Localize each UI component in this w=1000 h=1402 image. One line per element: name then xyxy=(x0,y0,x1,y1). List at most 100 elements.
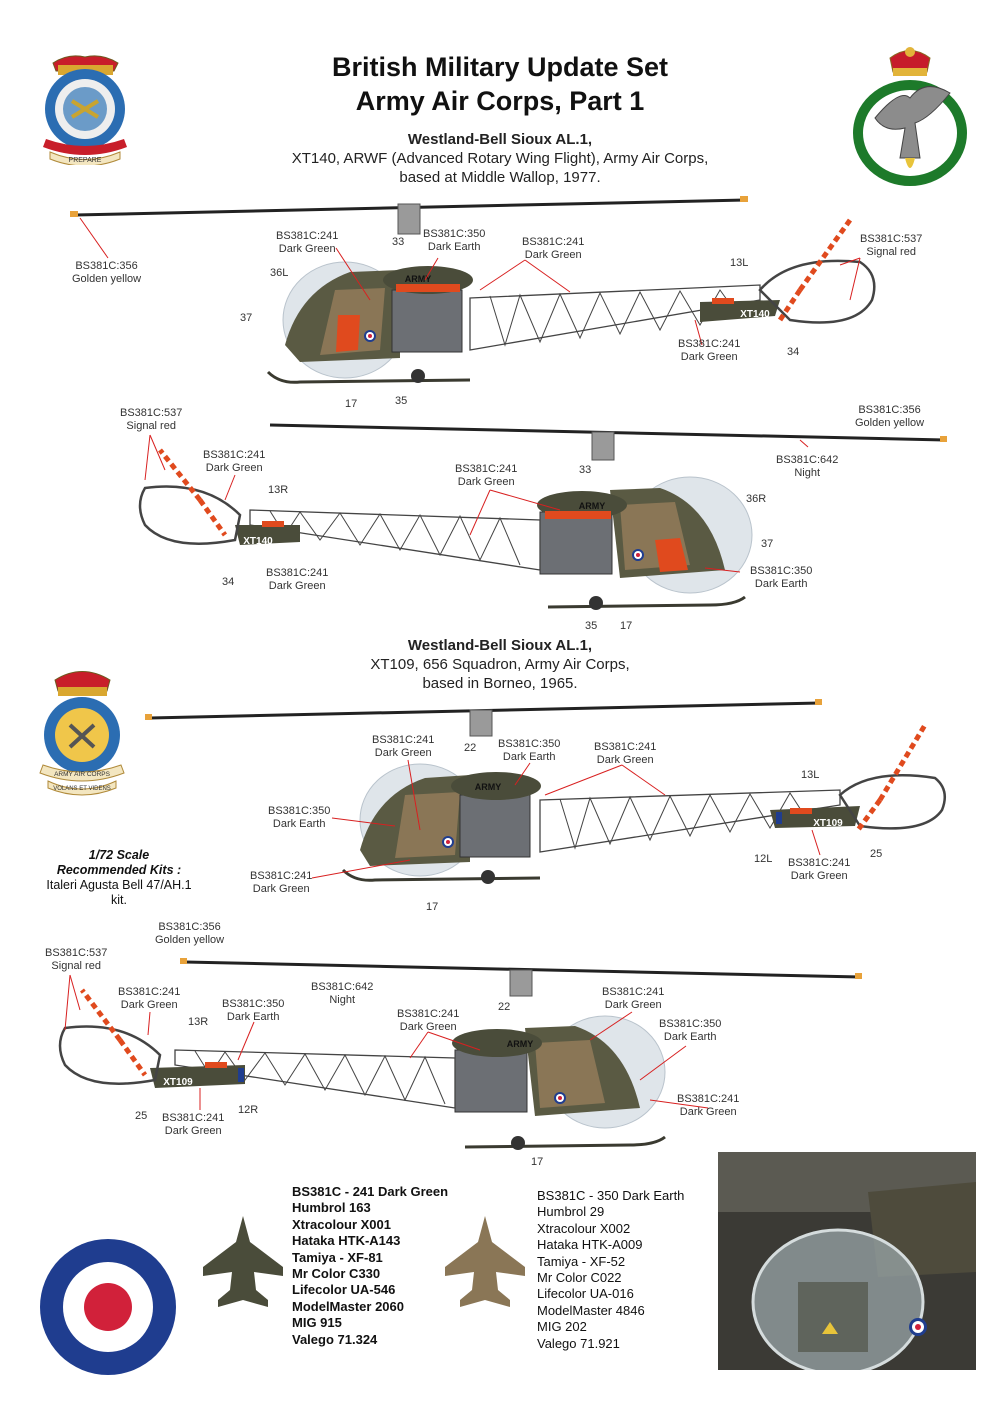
palette-earth-item: Hataka HTK-A009 xyxy=(537,1237,643,1253)
h2-num-37: 37 xyxy=(761,538,774,550)
h2-num-36r: 36R xyxy=(746,493,767,505)
h1-num-34: 34 xyxy=(787,346,800,358)
page-subtitle: Army Air Corps, Part 1 xyxy=(355,86,645,116)
h4-army-text: ARMY xyxy=(507,1039,534,1049)
army-air-corps-badge-icon xyxy=(853,47,967,186)
h1-engine xyxy=(391,289,463,353)
badge-3-motto: VOLANS ET VIDENS xyxy=(53,786,111,792)
dark-green-swatch-icon xyxy=(203,1216,283,1307)
palette-earth-item: Mr Color C022 xyxy=(537,1270,622,1286)
palette-earth-item: Humbrol 29 xyxy=(537,1204,605,1220)
squadron-badge-icon: ARMY AIR CORPS VOLANS ET VIDENS xyxy=(39,671,125,796)
h3-num-22: 22 xyxy=(464,742,477,754)
h1-rotor-hub xyxy=(397,203,421,235)
h2-army-text: ARMY xyxy=(579,501,606,511)
recommended-kits: 1/72 Scale Recommended Kits : Italeri Ag… xyxy=(14,848,224,908)
palette-green-item: Humbrol 163 xyxy=(292,1200,371,1216)
palette-green-item: ModelMaster 2060 xyxy=(292,1298,404,1314)
h1-num-13l: 13L xyxy=(730,257,749,269)
raf-roundel-icon xyxy=(40,1239,176,1375)
profile-2-heading: Westland-Bell Sioux AL.1, xyxy=(407,637,593,654)
h4-num-25: 25 xyxy=(135,1110,148,1122)
badge-3-unit: ARMY AIR CORPS xyxy=(54,771,111,778)
palette-green-item: MIG 915 xyxy=(292,1315,342,1331)
h2-num-33: 33 xyxy=(579,464,592,476)
h2-num-13r: 13R xyxy=(268,484,289,496)
kits-line-2: kit. xyxy=(111,893,127,907)
h1-num-36l: 36L xyxy=(270,267,289,279)
h4-serial: XT109 xyxy=(163,1077,193,1088)
profile-1-line2: XT140, ARWF (Advanced Rotary Wing Flight… xyxy=(291,150,709,167)
palette-green-item: Hataka HTK-A143 xyxy=(292,1233,401,1249)
palette-dark-green: BS381C - 241 Dark Green Humbrol 163 Xtra… xyxy=(292,1184,448,1348)
palette-earth-item: ModelMaster 4846 xyxy=(537,1302,645,1318)
h3-num-25: 25 xyxy=(870,848,883,860)
h1-tail-fin xyxy=(700,300,780,322)
kits-heading: Recommended Kits : xyxy=(56,863,182,877)
kits-line-1: Italeri Agusta Bell 47/AH.1 xyxy=(46,878,192,892)
h3-num-17: 17 xyxy=(426,901,439,913)
h1-num-17: 17 xyxy=(345,398,358,410)
h1-door-red xyxy=(336,315,360,352)
profile-2-caption: Westland-Bell Sioux AL.1, XT109, 656 Squ… xyxy=(0,636,1000,693)
h3-num-13l: 13L xyxy=(801,769,820,781)
palette-earth-item: MIG 202 xyxy=(537,1319,587,1335)
h1-num-35: 35 xyxy=(395,395,408,407)
h1-army-text: ARMY xyxy=(405,274,432,284)
h1-skid xyxy=(266,370,471,384)
h1-tail-boom xyxy=(469,284,761,351)
palette-earth-item: Valego 71.921 xyxy=(537,1335,620,1351)
palette-green-item: Lifecolor UA-546 xyxy=(292,1282,396,1298)
h2-num-35: 35 xyxy=(585,620,598,632)
h4-num-22: 22 xyxy=(498,1001,511,1013)
profile-1-line3: based at Middle Wallop, 1977. xyxy=(399,169,601,186)
palette-green-item: BS381C - 241 Dark Green xyxy=(292,1184,449,1199)
h4-num-13r: 13R xyxy=(188,1016,209,1028)
badge-1-motto: PREPARE xyxy=(69,157,102,164)
unit-badge-icon: PREPARE xyxy=(43,55,127,165)
h2-serial: XT140 xyxy=(243,536,273,547)
h4-num-12r: 12R xyxy=(238,1104,259,1116)
h1-num-33: 33 xyxy=(392,236,405,248)
h2-num-17: 17 xyxy=(620,620,633,632)
h2-num-34: 34 xyxy=(222,576,235,588)
page-title: British Military Update Set xyxy=(331,52,669,82)
palette-green-item: Tamiya - XF-81 xyxy=(292,1249,383,1265)
palette-green-item: Valego 71.324 xyxy=(292,1331,378,1347)
reference-photo xyxy=(718,1152,976,1370)
palette-earth-item: Tamiya - XF-52 xyxy=(537,1253,626,1269)
h3-army-text: ARMY xyxy=(475,782,502,792)
palette-dark-earth: BS381C - 350 Dark Earth Humbrol 29 Xtrac… xyxy=(537,1188,684,1352)
h3-num-12l: 12L xyxy=(754,853,773,865)
palette-green-item: Mr Color C330 xyxy=(292,1266,381,1282)
palette-earth-item: BS381C - 350 Dark Earth xyxy=(537,1188,685,1203)
